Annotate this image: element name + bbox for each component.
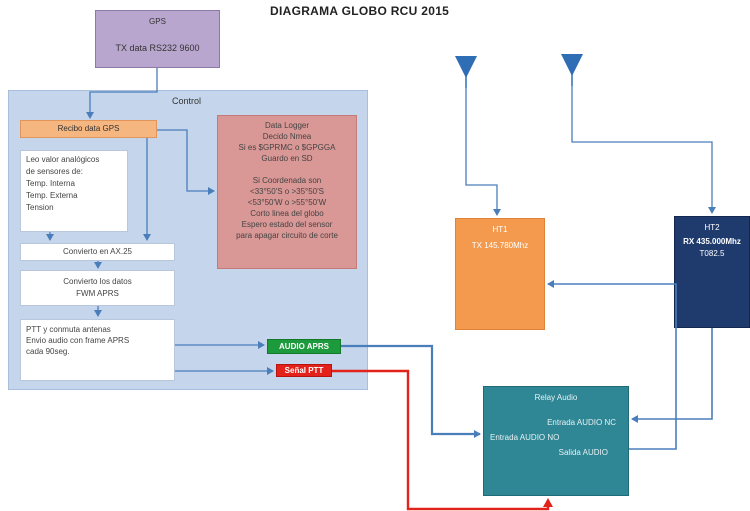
logger-line: Si Coordenada son (252, 176, 322, 185)
relay-input-no: Entrada AUDIO NO (490, 433, 560, 442)
fwm-aprs-box: Convierto los datos FWM APRS (20, 270, 175, 306)
data-logger-box: Data Logger Decido Nmea Si es $GPRMC o $… (217, 115, 357, 269)
logger-line: Corto linea del globo (250, 209, 324, 218)
antenna-icon (561, 54, 583, 86)
logger-line: Si es $GPRMC o $GPGGA (238, 143, 336, 152)
audio-aprs-label: AUDIO APRS (267, 339, 341, 354)
ht1-name: HT1 (492, 225, 508, 234)
antenna-to-ht1-arrow (465, 88, 501, 216)
recibo-gps-box: Recibo data GPS (20, 120, 157, 138)
sensor-line: Temp. Externa (26, 191, 78, 200)
sensor-read-box: Leo valor analógicos de sensores de: Tem… (20, 150, 128, 232)
ptt-line: PTT y conmuta antenas (26, 325, 111, 334)
sensor-line: de sensores de: (26, 167, 83, 176)
audio-to-relay-arrow (341, 344, 481, 438)
ax25-box: Convierto en AX.25 (20, 243, 175, 261)
antenna-icon (455, 56, 477, 88)
relay-input-nc: Entrada AUDIO NC (547, 418, 616, 427)
ptt-line: cada 90seg. (26, 347, 70, 356)
ptt-line: Envio audio con frame APRS (26, 336, 130, 345)
logger-line: para apagar circuito de corte (236, 231, 338, 240)
logger-line: <53°50'W o >55°50'W (247, 198, 327, 207)
ht1-freq: TX 145.780Mhz (471, 241, 529, 250)
recibo-to-logger-arrow (157, 129, 215, 195)
fwm-line: Convierto los datos (63, 277, 132, 286)
logger-line: Decido Nmea (262, 132, 312, 141)
sensor-line: Leo valor analógicos (26, 155, 100, 164)
relay-audio-box: Relay Audio Entrada AUDIO NC Entrada AUD… (483, 386, 629, 496)
gps-label: GPS (149, 17, 166, 26)
logger-line: Data Logger (264, 121, 310, 130)
gps-to-control-arrow (86, 68, 158, 119)
ptt-box: PTT y conmuta antenas Envio audio con fr… (20, 319, 175, 381)
ht2-freq: RX 435.000Mhz (683, 237, 741, 246)
ht2-to-relay-arrow (631, 328, 713, 423)
ht2-tone: T082.5 (699, 249, 725, 258)
antenna-to-ht2-arrow (571, 86, 716, 214)
ht1-radio: HT1 TX 145.780Mhz (455, 218, 545, 330)
diagram-title: DIAGRAMA GLOBO RCU 2015 (270, 4, 450, 18)
ht2-name: HT2 (704, 223, 720, 232)
ht2-radio: HT2 RX 435.000Mhz T082.5 (674, 216, 750, 328)
fwm-line: FWM APRS (76, 289, 119, 298)
ptt-signal-to-relay-arrow (332, 369, 553, 511)
sensor-line: Tension (26, 203, 54, 212)
relay-title: Relay Audio (534, 393, 578, 402)
relay-output: Salida AUDIO (558, 448, 608, 457)
logger-line: Guardo en SD (261, 154, 313, 163)
senal-ptt-label: Señal PTT (276, 364, 332, 377)
gps-text: TX data RS232 9600 (115, 43, 200, 53)
logger-line: <33°50'S o >35°50'S (250, 187, 324, 196)
gps-module: GPS TX data RS232 9600 (95, 10, 220, 68)
sensor-line: Temp. Interna (26, 179, 75, 188)
logger-line: Espero estado del sensor (241, 220, 333, 229)
control-label: Control (172, 96, 202, 106)
relay-to-ht1-arrow (547, 280, 677, 450)
